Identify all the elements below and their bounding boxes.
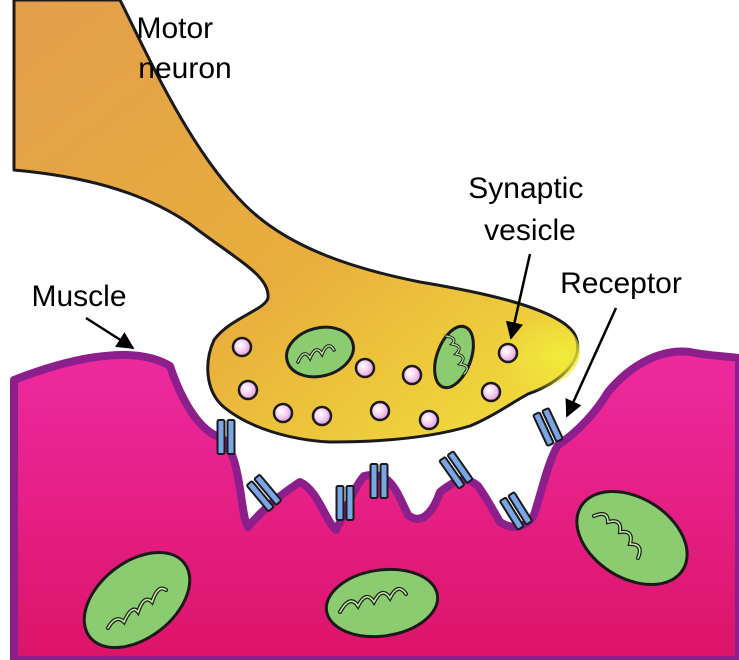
synaptic-vesicle-label-line1: Synaptic bbox=[468, 172, 583, 205]
receptor bbox=[533, 408, 563, 446]
muscle-label: Muscle bbox=[31, 280, 126, 313]
receptor-label: Receptor bbox=[560, 267, 682, 300]
synaptic-vesicle-label-line2: vesicle bbox=[484, 214, 576, 247]
receptor bbox=[439, 451, 472, 489]
motor-neuron-label: Motor neuron bbox=[136, 12, 231, 85]
synaptic-vesicle bbox=[420, 411, 438, 429]
synaptic-vesicle bbox=[313, 407, 331, 425]
synaptic-vesicle bbox=[499, 344, 517, 362]
motor-neuron-label-line2: neuron bbox=[138, 52, 231, 85]
synaptic-vesicle bbox=[482, 383, 500, 401]
synaptic-vesicle bbox=[274, 404, 292, 422]
synaptic-vesicle bbox=[239, 381, 257, 399]
synaptic-vesicle-label: Synaptic vesicle bbox=[468, 172, 591, 247]
synaptic-vesicle bbox=[233, 338, 251, 356]
synaptic-vesicle bbox=[403, 366, 421, 384]
motor-neuron-label-line1: Motor bbox=[136, 12, 213, 45]
muscle-arrow bbox=[86, 318, 133, 348]
synaptic-vesicle bbox=[371, 402, 389, 420]
synaptic-vesicle bbox=[356, 359, 374, 377]
